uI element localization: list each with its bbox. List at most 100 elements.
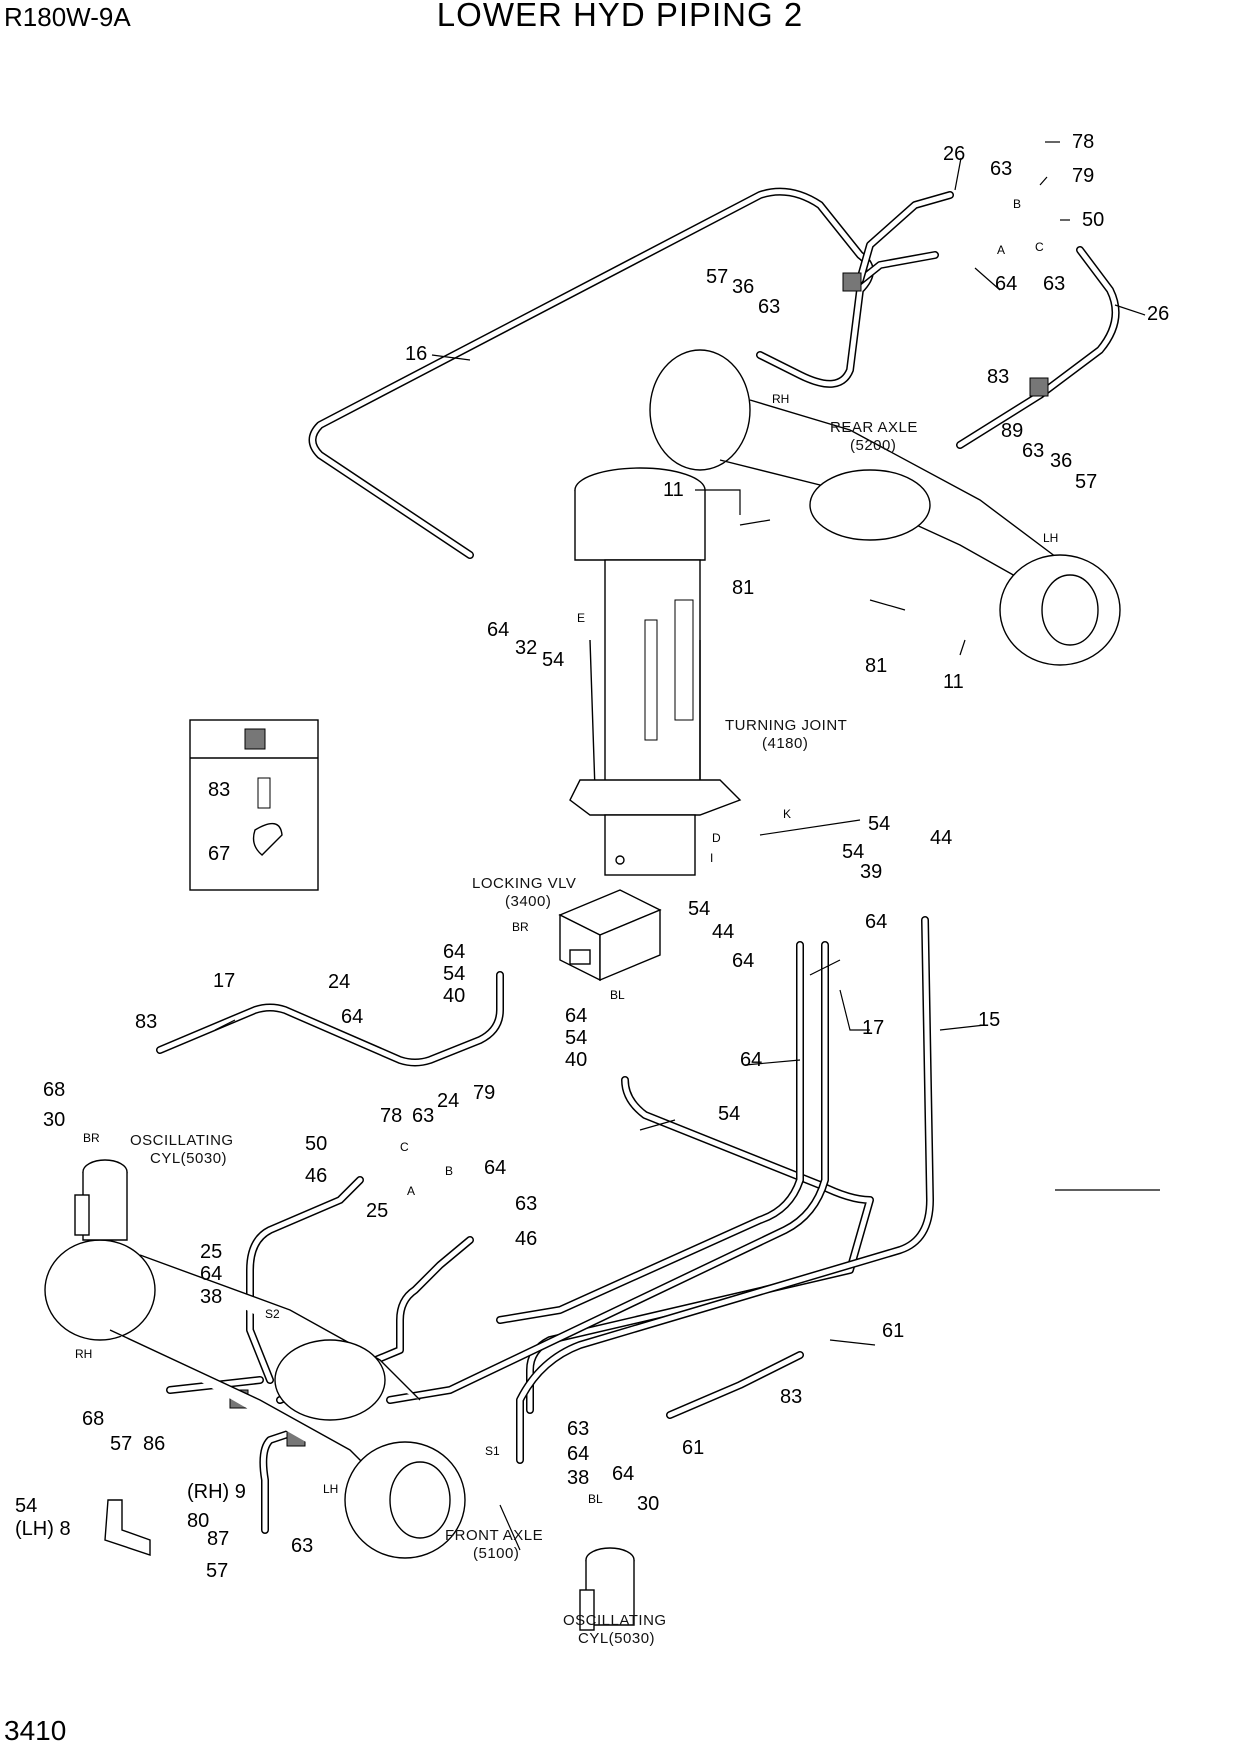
part-callout: 63 [515, 1193, 537, 1215]
part-callout: 16 [405, 343, 427, 365]
osc-cyl-left-label-1: OSCILLATING [130, 1132, 234, 1149]
port-label: A [997, 243, 1005, 257]
part-callout: 54 [868, 813, 890, 835]
part-callout: 44 [930, 827, 952, 849]
part-callout: 24 [437, 1090, 459, 1112]
part-callout: 25 [366, 1200, 388, 1222]
turning-joint [569, 467, 742, 876]
port-label: C [400, 1140, 409, 1154]
part-callout: 63 [990, 158, 1012, 180]
port-label: I [710, 851, 713, 865]
part-callout: 50 [305, 1133, 327, 1155]
part-callout: 26 [1147, 303, 1169, 325]
part-callout: 26 [943, 143, 965, 165]
part-callout: 64 [865, 911, 887, 933]
port-label: C [1035, 240, 1044, 254]
port-label: S2 [265, 1307, 280, 1321]
part-callout: 54 [842, 841, 864, 863]
part-callout: 64 [612, 1463, 634, 1485]
part-callout: 64 [341, 1006, 363, 1028]
front-axle-label-2: (5100) [473, 1545, 519, 1562]
port-label: S1 [485, 1444, 500, 1458]
part-callout: 64 [487, 619, 509, 641]
pipe-front-lower [166, 1351, 804, 1534]
part-callout: 79 [1072, 165, 1094, 187]
part-callout: 63 [1022, 440, 1044, 462]
part-callout: 57 [1075, 471, 1097, 493]
port-label: E [577, 611, 585, 625]
part-callout: 57 [110, 1433, 132, 1455]
port-label: BR [83, 1131, 100, 1145]
part-callout: 11 [663, 479, 684, 501]
legend-item-83: 83 [208, 779, 230, 801]
part-callout: (RH) 9 [187, 1481, 246, 1503]
pipe-17-right [516, 916, 934, 1464]
locking-valve-label-2: (3400) [505, 893, 551, 910]
part-callout: 63 [1043, 273, 1065, 295]
osc-cyl-left-label-2: CYL(5030) [150, 1150, 227, 1167]
pipe-15 [386, 941, 829, 1404]
part-callout: 61 [682, 1437, 704, 1459]
part-callout: 54 [443, 963, 465, 985]
part-callout: 40 [443, 985, 465, 1007]
pipe-17-left [496, 941, 804, 1324]
rear-axle-label-2: (5200) [850, 437, 896, 454]
turning-joint-label-1: TURNING JOINT [725, 717, 847, 734]
port-label: A [407, 1184, 415, 1198]
part-callout: 68 [43, 1079, 65, 1101]
part-callout: 38 [567, 1467, 589, 1489]
osc-cyl-bottom-label-1: OSCILLATING [563, 1612, 667, 1629]
part-callout: 54 [718, 1103, 740, 1125]
part-callout: 63 [758, 296, 780, 318]
port-label: LH [1043, 531, 1058, 545]
part-callout: 64 [995, 273, 1017, 295]
port-label: RH [75, 1347, 92, 1361]
part-callout: 17 [213, 970, 235, 992]
part-callout: (LH) 8 [15, 1518, 71, 1540]
part-callout: 78 [1072, 131, 1094, 153]
part-callout: 83 [135, 1011, 157, 1033]
part-callout: 78 [380, 1105, 402, 1127]
part-callout: 64 [740, 1049, 762, 1071]
legend-labels: 83 67 [208, 779, 230, 865]
part-callout: 24 [328, 971, 350, 993]
part-callout: 36 [732, 276, 754, 298]
port-label: BL [610, 988, 625, 1002]
port-labels: RH LH E D I K BR BL A B C A B C BR RH S2… [75, 197, 1058, 1506]
part-callout: 38 [200, 1286, 222, 1308]
locking-valve [558, 889, 662, 982]
pipe-26-lower [956, 246, 1120, 449]
legend-box [189, 719, 319, 891]
part-callout: 57 [206, 1560, 228, 1582]
part-callout: 89 [1001, 420, 1023, 442]
port-label: D [712, 831, 721, 845]
page-title: LOWER HYD PIPING 2 [436, 0, 804, 33]
part-callout: 30 [43, 1109, 65, 1131]
part-callout: 63 [567, 1418, 589, 1440]
part-callout: 64 [443, 941, 465, 963]
port-label: B [445, 1164, 453, 1178]
part-callout: 30 [637, 1493, 659, 1515]
part-callout: 11 [943, 671, 964, 693]
part-callout: 36 [1050, 450, 1072, 472]
part-callout: 81 [865, 655, 887, 677]
pipe-16 [308, 187, 874, 559]
part-callout: 63 [412, 1105, 434, 1127]
part-callout: 44 [712, 921, 734, 943]
port-label: RH [772, 392, 789, 406]
oscillating-cylinder-bottom [579, 1547, 635, 1631]
page-number: 3410 [4, 1715, 67, 1746]
osc-cyl-bottom-label-2: CYL(5030) [578, 1630, 655, 1647]
port-label: B [1013, 197, 1021, 211]
model-code: R180W-9A [4, 2, 131, 32]
rear-axle-label-1: REAR AXLE [830, 419, 918, 436]
part-callout: 87 [207, 1528, 229, 1550]
part-callout: 68 [82, 1408, 104, 1430]
part-callout: 63 [291, 1535, 313, 1557]
part-callout: 32 [515, 637, 537, 659]
leader-lines [214, 141, 1160, 1551]
front-axle-label-1: FRONT AXLE [445, 1527, 543, 1544]
part-callout: 64 [484, 1157, 506, 1179]
part-callout: 46 [515, 1228, 537, 1250]
